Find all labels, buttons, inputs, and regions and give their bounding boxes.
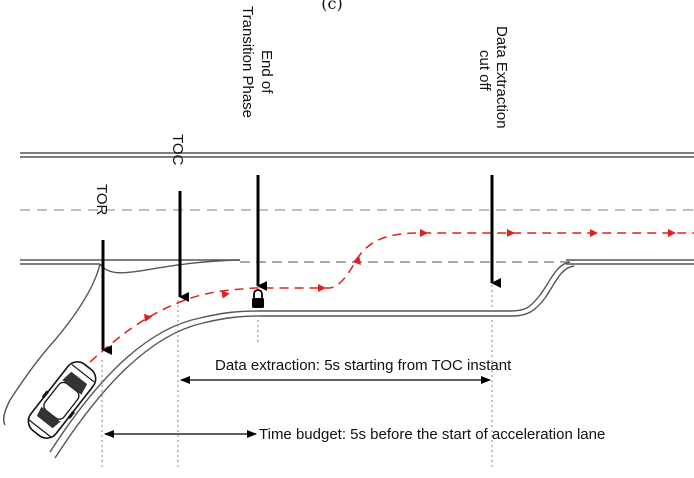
tor-label: TOR — [93, 184, 110, 216]
time-budget-interval: Time budget: 5s before the start of acce… — [104, 426, 605, 443]
trajectory-arrowhead — [144, 313, 153, 322]
trajectory-arrowhead — [507, 229, 515, 237]
ramp-outer-edge-1 — [49, 261, 571, 453]
trajectory-path — [89, 232, 694, 363]
trajectory-arrowhead — [590, 229, 598, 237]
toc-label: TOC — [169, 134, 186, 166]
cutoff-label-line2: cut off — [476, 50, 493, 91]
highway — [20, 152, 694, 265]
ramp-top-merge-curve — [99, 259, 241, 274]
time-reference-lines — [101, 285, 493, 470]
trajectory-arrowhead — [668, 229, 676, 237]
on-ramp — [2, 259, 575, 459]
end-transition-label-line2: Transition Phase — [239, 6, 256, 118]
trajectory-arrowhead — [353, 255, 361, 265]
trajectory-arrowheads — [144, 229, 676, 322]
data-extraction-interval: Data extraction: 5s starting from TOC in… — [180, 357, 512, 384]
ramp-top-edge — [9, 263, 101, 401]
event-arrows — [101, 175, 501, 355]
ramp-outer-edge-2 — [54, 265, 575, 459]
end-transition-label-line1: End of — [258, 50, 275, 94]
car-icon — [27, 361, 97, 439]
trajectory-arrowhead — [221, 290, 230, 299]
lock-icon — [252, 289, 264, 308]
vehicle-trajectory — [89, 229, 694, 363]
panel-label: (c) — [321, 0, 342, 13]
trajectory-arrowhead — [420, 229, 428, 237]
time-budget-label: Time budget: 5s before the start of acce… — [259, 426, 605, 443]
trajectory-arrowhead — [318, 284, 326, 292]
data-extraction-label: Data extraction: 5s starting from TOC in… — [215, 357, 512, 374]
cutoff-label-line1: Data Extraction — [493, 26, 510, 129]
ramp-left-edge-lower — [2, 399, 11, 426]
